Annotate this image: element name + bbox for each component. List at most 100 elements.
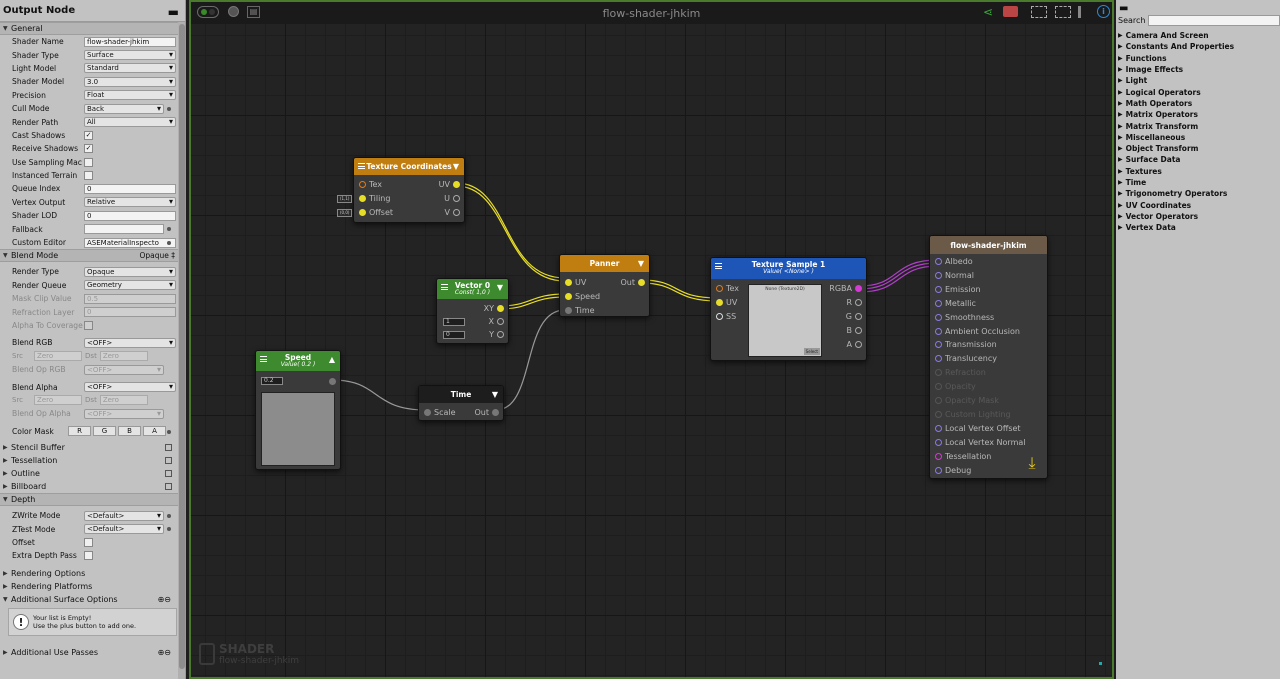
info-icon[interactable]: i [1097, 5, 1110, 18]
dst-dropdown[interactable]: Zero [99, 395, 148, 406]
category-object-transform[interactable]: ▶Object Transform [1118, 143, 1234, 154]
mask-clip-value-field[interactable]: 0.5 [84, 293, 176, 304]
debug-in-pin[interactable] [935, 466, 942, 474]
texture-preview[interactable]: None (Texture2D) Select [748, 284, 822, 357]
menu-icon[interactable] [260, 356, 267, 362]
albedo-in-pin[interactable] [935, 258, 942, 265]
maximize-icon[interactable] [1078, 6, 1081, 18]
offset-value[interactable]: (0,0) [337, 209, 352, 217]
search-input[interactable] [1148, 15, 1280, 26]
section-depth[interactable]: ▼Depth [0, 492, 185, 506]
category-image-effects[interactable]: ▶Image Effects [1118, 64, 1234, 75]
focus-selection-icon[interactable] [1031, 6, 1047, 18]
use-sampling-mac-checkbox[interactable] [84, 157, 93, 167]
focus-output-icon[interactable] [1055, 6, 1071, 18]
src-dropdown[interactable]: Zero [34, 395, 83, 406]
node-texture-coordinates[interactable]: Texture Coordinates▼ Tex Tiling Offset U… [353, 157, 465, 223]
category-vertex-data[interactable]: ▶Vertex Data [1118, 222, 1234, 233]
collapse-icon[interactable]: ▬ [167, 5, 179, 19]
category-math-operators[interactable]: ▶Math Operators [1118, 98, 1234, 109]
section-billboard[interactable]: ▶Billboard [0, 480, 185, 493]
refraction-layer-field[interactable]: 0 [84, 307, 176, 318]
category-logical-operators[interactable]: ▶Logical Operators [1118, 86, 1234, 97]
smoothness-in-pin[interactable] [935, 313, 942, 321]
local-vertex-offset-in-pin[interactable] [935, 424, 942, 432]
xy-out-pin[interactable] [497, 305, 504, 312]
enable-toggle[interactable] [165, 456, 172, 464]
blend-alpha-dropdown[interactable]: <OFF> [84, 382, 176, 393]
uv-in-pin[interactable] [716, 299, 723, 306]
dropdown-arrow-icon[interactable]: ▼ [452, 162, 459, 171]
ztest-dropdown[interactable]: <Default> [84, 524, 164, 535]
section-rendering-platforms[interactable]: ▶Rendering Platforms [0, 580, 185, 593]
shader-name-field[interactable]: flow-shader-jhkim [84, 36, 176, 47]
tiling-pin[interactable] [359, 195, 366, 202]
graph-icon[interactable]: ▤ [247, 6, 260, 18]
node-header[interactable]: Texture Coordinates▼ [354, 158, 464, 175]
node-time[interactable]: Time▼ Scale Out [418, 385, 504, 421]
uv-out-pin[interactable] [453, 181, 460, 188]
render-queue-dropdown[interactable]: Geometry [84, 280, 176, 291]
collapse-icon[interactable]: ▬ [1119, 3, 1129, 14]
section-tessellation[interactable]: ▶Tessellation [0, 454, 185, 467]
out-pin[interactable] [638, 279, 645, 286]
mask-a-toggle[interactable]: A [143, 426, 166, 437]
normal-in-pin[interactable] [935, 271, 942, 279]
mask-r-toggle[interactable]: R [68, 426, 91, 437]
share-icon[interactable]: ⋖ [983, 5, 994, 19]
blend-mode-value[interactable]: Opaque ‡ [139, 251, 175, 261]
receive-shadows-checkbox[interactable]: ✓ [84, 144, 93, 154]
transmission-in-pin[interactable] [935, 341, 942, 349]
menu-icon[interactable] [358, 163, 365, 169]
section-additional-surface-options[interactable]: ▼Additional Surface Options⊕⊖ [0, 593, 185, 606]
category-constants-and-properties[interactable]: ▶Constants And Properties [1118, 41, 1234, 52]
section-additional-use-passes[interactable]: ▶Additional Use Passes⊕⊖ [0, 646, 185, 659]
offset-checkbox[interactable] [84, 537, 93, 547]
node-graph-canvas[interactable]: ▤ flow-shader-jhkim ⋖ i Texture Coordina [189, 0, 1114, 679]
render-path-dropdown[interactable]: All [84, 117, 176, 128]
speed-value-field[interactable]: 0.2 [261, 377, 283, 385]
extra-depth-checkbox[interactable] [84, 551, 93, 561]
dropdown-arrow-icon[interactable]: ▼ [637, 259, 644, 268]
tex-pin[interactable] [359, 181, 366, 188]
enable-toggle[interactable] [165, 482, 172, 490]
opacity-mask-in-pin[interactable] [935, 397, 942, 404]
tex-in-pin[interactable] [716, 285, 723, 292]
light-model-dropdown[interactable]: Standard [84, 63, 176, 74]
shader-type-dropdown[interactable]: Surface [84, 50, 176, 61]
category-functions[interactable]: ▶Functions [1118, 53, 1234, 64]
opacity-in-pin[interactable] [935, 383, 942, 391]
update-icon[interactable] [228, 6, 239, 17]
ss-in-pin[interactable] [716, 313, 723, 320]
category-camera-and-screen[interactable]: ▶Camera And Screen [1118, 30, 1234, 41]
g-out-pin[interactable] [855, 313, 862, 320]
x-value-field[interactable]: 1 [443, 318, 465, 326]
blend-op-alpha-dropdown[interactable]: <OFF> [84, 408, 164, 419]
section-outline[interactable]: ▶Outline [0, 467, 185, 480]
y-value-field[interactable]: 0 [443, 331, 465, 339]
a-out-pin[interactable] [855, 341, 862, 348]
translucency-in-pin[interactable] [935, 355, 942, 363]
dropdown-arrow-icon[interactable]: ▼ [496, 283, 503, 292]
uv-in-pin[interactable] [565, 279, 572, 286]
node-panner[interactable]: Panner▼ UV Speed Time Out [559, 254, 650, 317]
node-header[interactable]: flow-shader-jhkim [930, 236, 1047, 254]
blend-rgb-dropdown[interactable]: <OFF> [84, 337, 176, 348]
category-vector-operators[interactable]: ▶Vector Operators [1118, 211, 1234, 222]
mask-b-toggle[interactable]: B [118, 426, 141, 437]
dst-dropdown[interactable]: Zero [99, 351, 148, 362]
ambient-occlusion-in-pin[interactable] [935, 327, 942, 335]
section-stencil-buffer[interactable]: ▶Stencil Buffer [0, 441, 185, 454]
refraction-in-pin[interactable] [935, 369, 942, 377]
enable-toggle[interactable] [165, 443, 172, 451]
menu-icon[interactable] [715, 263, 722, 269]
category-matrix-transform[interactable]: ▶Matrix Transform [1118, 120, 1234, 131]
inspector-scrollbar[interactable] [178, 22, 185, 679]
queue-index-field[interactable]: 0 [84, 183, 176, 194]
section-general[interactable]: ▼General [0, 22, 185, 35]
vertex-output-dropdown[interactable]: Relative [84, 197, 176, 208]
menu-icon[interactable] [441, 284, 448, 290]
